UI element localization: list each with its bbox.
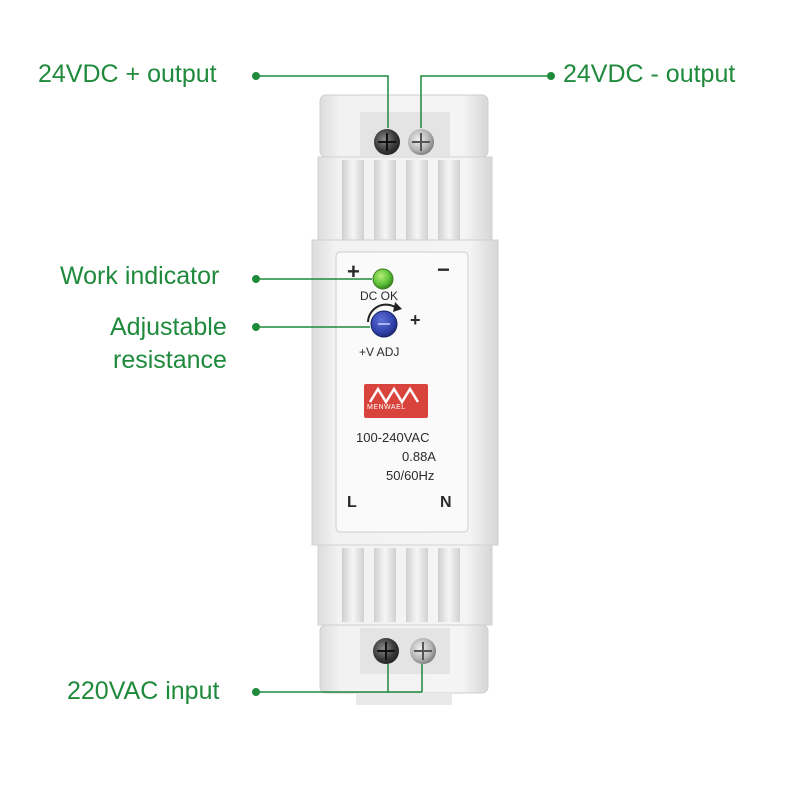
adjust-knob bbox=[367, 302, 402, 338]
callout-resistance: resistance bbox=[113, 346, 227, 374]
bottom-terminal-block bbox=[319, 624, 489, 705]
callout-ac-input: 220VAC input bbox=[67, 677, 220, 705]
terminal-l-label: L bbox=[347, 494, 357, 511]
minus-mark: − bbox=[437, 257, 450, 282]
screw-dc-plus bbox=[374, 129, 400, 155]
brand-logo bbox=[364, 384, 428, 418]
callout-dc-minus-output: 24VDC - output bbox=[563, 60, 736, 88]
terminal-n-label: N bbox=[440, 494, 452, 511]
callout-work-indicator: Work indicator bbox=[60, 262, 220, 290]
plus-mark: + bbox=[347, 259, 360, 284]
v-adj-label: +V ADJ bbox=[359, 345, 400, 359]
brand-name: MENWAEL bbox=[367, 404, 406, 411]
callout-adjustable: Adjustable bbox=[110, 313, 227, 341]
dc-ok-label: DC OK bbox=[360, 289, 399, 303]
adj-plus-mark: + bbox=[410, 310, 421, 330]
leader-dots bbox=[252, 72, 555, 696]
top-terminal-block bbox=[319, 94, 489, 158]
callout-dc-plus-output: 24VDC + output bbox=[38, 60, 217, 88]
spec-voltage: 100-240VAC bbox=[356, 430, 430, 445]
screw-ac-l bbox=[373, 638, 399, 664]
spec-frequency: 50/60Hz bbox=[386, 468, 435, 483]
spec-current: 0.88A bbox=[402, 449, 436, 464]
bottom-ribs bbox=[317, 544, 493, 626]
screw-dc-minus bbox=[408, 129, 434, 155]
work-indicator-led bbox=[372, 268, 394, 290]
screw-ac-n bbox=[410, 638, 436, 664]
leader-lines bbox=[258, 75, 549, 693]
top-ribs bbox=[317, 156, 493, 246]
